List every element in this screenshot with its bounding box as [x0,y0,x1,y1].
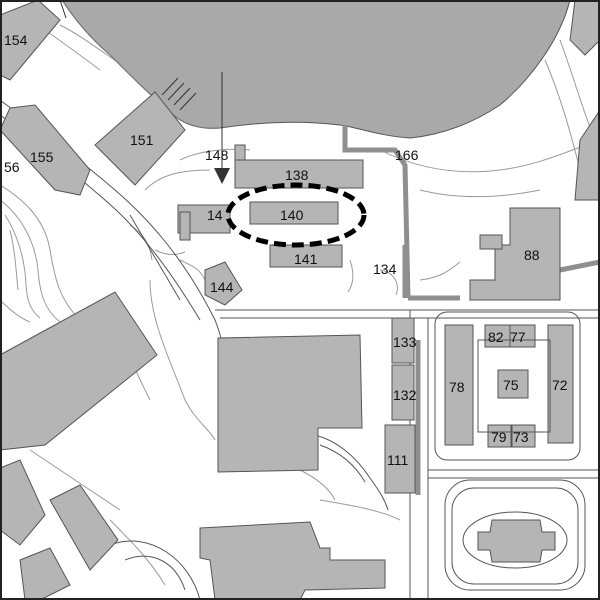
courtyard-frame [434,311,581,461]
label-14: 14 [207,207,223,223]
label-148: 148 [205,147,229,163]
building-144 [204,261,243,306]
building-78 [444,324,474,446]
building-bl-2 [49,484,119,571]
label-82: 82 [488,329,504,345]
fountain-shape [477,519,556,563]
label-72: 72 [552,377,568,393]
label-166: 166 [395,147,419,163]
building-154 [0,0,61,81]
dock-lines [59,0,197,111]
inner-courtyard [477,339,551,433]
building-132 [391,364,415,421]
pier [332,48,377,112]
label-134: 134 [373,261,397,277]
building-88-annex [479,234,503,250]
label-154: 154 [4,32,28,48]
roads [342,125,600,495]
label-77: 77 [510,329,526,345]
building-72 [547,324,574,444]
building-79 [487,424,512,448]
highlight-ellipse-140 [225,182,367,248]
building-140 [249,201,339,225]
building-151 [94,91,186,186]
building-73 [511,424,536,448]
building-141 [269,244,343,268]
building-bl-3 [19,547,71,600]
label-88: 88 [524,247,540,263]
label-75: 75 [503,377,519,393]
label-151: 151 [130,132,154,148]
label-79: 79 [491,429,507,445]
label-132: 132 [393,387,417,403]
building-right-mid [574,109,600,201]
building-14-wing [179,211,191,241]
building-main-block [217,334,363,473]
label-111: 111 [387,452,408,468]
building-133 [391,317,415,364]
label-138: 138 [285,167,309,183]
building-77 [509,324,536,348]
building-labels: 154 155 56 151 148 138 166 14 140 141 13… [4,32,568,468]
pointer-arrow [214,72,230,184]
label-144: 144 [210,279,234,295]
label-155: 155 [30,149,54,165]
building-75 [497,369,529,399]
label-73: 73 [513,429,529,445]
shoreline [61,0,221,129]
building-bl-1 [0,459,46,546]
building-88 [469,207,561,301]
label-141: 141 [294,251,318,267]
label-156: 56 [4,159,20,175]
building-right-top [569,0,600,56]
building-bottom-center [199,521,386,600]
building-left-large [0,291,158,451]
label-140: 140 [280,207,304,223]
plaza-oval [444,479,586,591]
building-155 [0,104,91,196]
building-148 [234,144,246,161]
building-111 [384,424,416,494]
label-78: 78 [449,379,465,395]
label-133: 133 [393,334,417,350]
